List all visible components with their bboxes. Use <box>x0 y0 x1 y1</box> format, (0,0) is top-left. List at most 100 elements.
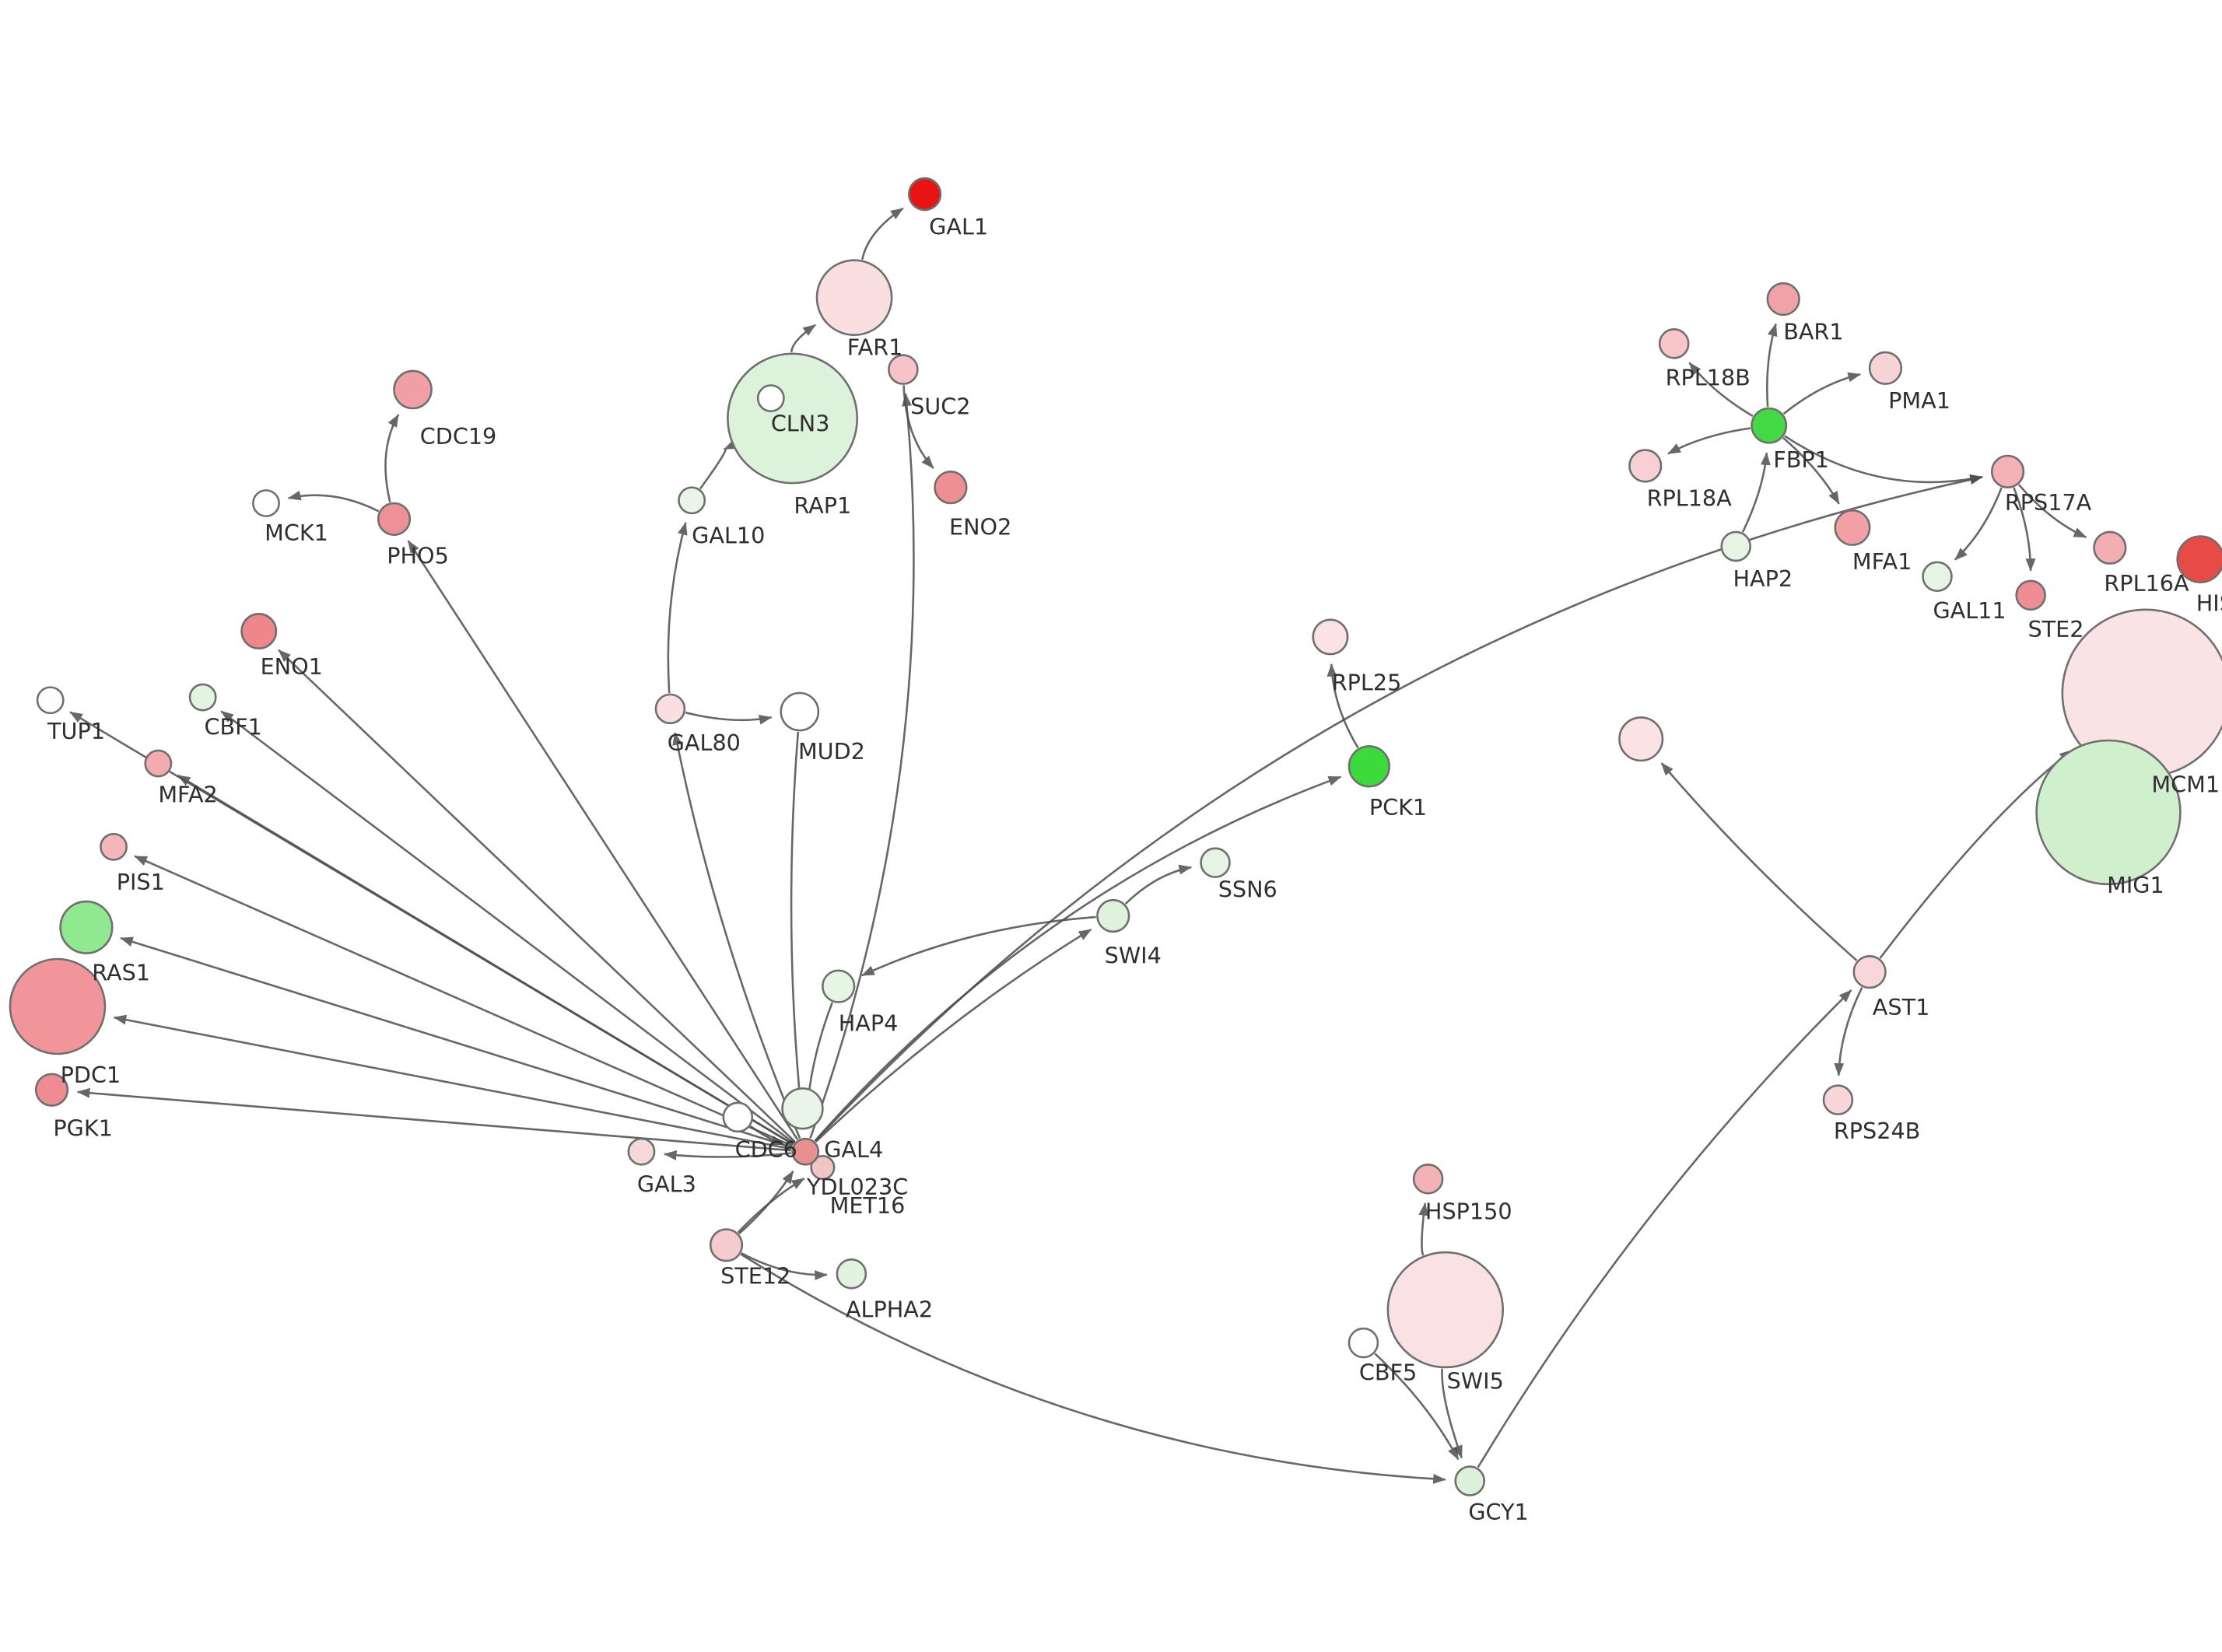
node-PGK1[interactable] <box>34 1073 69 1107</box>
edge-GAL4-PHO5[interactable] <box>407 540 799 1140</box>
edge-AST1-NODE1[interactable] <box>1660 762 1858 961</box>
edge-GCY1-AST1[interactable] <box>1477 989 1852 1468</box>
edge-GAL80-GAL10[interactable] <box>667 521 688 694</box>
node-label-MUD2: MUD2 <box>798 738 865 765</box>
node-RPL25[interactable] <box>1312 618 1349 656</box>
node-PIS1[interactable] <box>100 832 128 861</box>
node-YDL023C[interactable] <box>781 1087 824 1130</box>
node-STE12[interactable] <box>709 1228 744 1262</box>
edge-FBP1-BAR1[interactable] <box>1766 323 1778 408</box>
node-RPL16A[interactable] <box>2093 530 2127 565</box>
edge-PCK1-RPL25[interactable] <box>1327 663 1359 749</box>
node-RPL18B[interactable] <box>1658 328 1690 359</box>
edge-GAL4-ENO1[interactable] <box>278 649 796 1143</box>
edge-GAL4-PDC1[interactable] <box>113 1014 792 1150</box>
node-GAL10[interactable] <box>678 486 706 515</box>
node-ENO1[interactable] <box>240 613 278 649</box>
node-STE2[interactable] <box>2015 579 2046 611</box>
node-CBF5[interactable] <box>1348 1327 1379 1359</box>
node-HSP150[interactable] <box>1412 1164 1444 1195</box>
edge-FBP1-MFA1[interactable] <box>1782 436 1840 505</box>
edge-FBP1-RPS17A[interactable] <box>1784 435 1983 485</box>
node-PDC1[interactable] <box>9 957 107 1055</box>
node-GAL1[interactable] <box>907 177 942 212</box>
edge-GAL4-SWI4[interactable] <box>815 928 1092 1143</box>
edge-MUD2-GAL4[interactable] <box>790 731 807 1130</box>
edge-GAL4-PCK1[interactable] <box>814 775 1342 1142</box>
node-PMA1[interactable] <box>1868 351 1903 385</box>
node-BAR1[interactable] <box>1766 282 1800 317</box>
edge-GAL4-PGK1[interactable] <box>76 1087 791 1152</box>
edge-AST1-MCM1[interactable] <box>1879 749 2073 959</box>
edge-FBP1-RPL18A[interactable] <box>1667 427 1751 455</box>
edge-RPS17A-GAL11[interactable] <box>1954 487 2003 561</box>
edge-CLN3-FAR1[interactable] <box>790 324 816 353</box>
node-ALPHA2[interactable] <box>836 1258 867 1290</box>
node-ENO2[interactable] <box>934 471 968 505</box>
edge-STE12-GCY1[interactable] <box>740 1253 1446 1484</box>
node-MFA2[interactable] <box>144 749 173 778</box>
node-MIG1[interactable] <box>2035 739 2182 886</box>
node-PHO5[interactable] <box>377 502 412 536</box>
edge-CDC6-GAL4[interactable] <box>750 1125 785 1146</box>
edge-SUC2-ENO2[interactable] <box>902 385 934 469</box>
node-GAL80[interactable] <box>654 693 686 725</box>
node-RPL18A[interactable] <box>1628 449 1663 483</box>
node-GAL3[interactable] <box>627 1137 656 1166</box>
node-CDC6[interactable] <box>722 1101 754 1133</box>
edge-GAL4-MFA2[interactable] <box>177 774 794 1146</box>
edge-SWI5-HSP150[interactable] <box>1418 1202 1429 1256</box>
edge-CBF5-GCY1[interactable] <box>1374 1353 1460 1461</box>
node-MFA1[interactable] <box>1834 509 1871 546</box>
edge-HAP2-FBP1[interactable] <box>1741 452 1771 533</box>
node-RPS17A[interactable] <box>1990 454 2025 488</box>
node-HAP2[interactable] <box>1720 530 1751 562</box>
edge-RPS17A-STE2[interactable] <box>2013 487 2036 572</box>
edge-GAL4-RPS17A[interactable] <box>814 474 1983 1143</box>
edge-GAL4-GAL3[interactable] <box>663 1150 791 1160</box>
edge-FBP1-RPL18B[interactable] <box>1688 362 1754 418</box>
node-PCK1[interactable] <box>1348 745 1390 788</box>
node-SSN6[interactable] <box>1200 847 1231 878</box>
node-HAP4[interactable] <box>822 969 856 1003</box>
node-SWI4[interactable] <box>1096 898 1130 933</box>
node-GAL4[interactable] <box>791 1137 820 1166</box>
edge-PHO5-MCK1[interactable] <box>287 490 380 513</box>
node-TUP1[interactable] <box>36 686 65 715</box>
edge-RPS17A-RPL16A[interactable] <box>2018 484 2087 538</box>
edge-AST1-RPS24B[interactable] <box>1834 986 1863 1076</box>
edge-GAL4-RAS1[interactable] <box>120 936 792 1149</box>
edge-GAL10-CLN3[interactable] <box>699 439 738 490</box>
node-RAS1[interactable] <box>59 900 114 954</box>
node-SUC2[interactable] <box>888 354 919 385</box>
edge-GAL4-PIS1[interactable] <box>134 855 793 1147</box>
edge-STE12-MET16[interactable] <box>737 1178 805 1234</box>
edge-GAL4-GAL80[interactable] <box>672 732 801 1139</box>
edge-STE12-ALPHA2[interactable] <box>741 1252 828 1281</box>
edge-PHO5-CDC19[interactable] <box>384 414 400 503</box>
node-RAP1[interactable] <box>756 384 785 412</box>
node-NODE1[interactable] <box>1618 716 1664 762</box>
node-AST1[interactable] <box>1852 954 1887 989</box>
edge-GAL80-MUD2[interactable] <box>685 711 773 725</box>
node-SWI5[interactable] <box>1386 1251 1505 1369</box>
node-FBP1[interactable] <box>1751 407 1788 444</box>
node-CBF1[interactable] <box>188 683 217 712</box>
node-MUD2[interactable] <box>780 691 820 732</box>
edge-SWI4-HAP4[interactable] <box>861 915 1096 977</box>
edge-FAR1-GAL1[interactable] <box>860 207 904 261</box>
node-GCY1[interactable] <box>1454 1465 1485 1496</box>
node-FAR1[interactable] <box>815 259 893 337</box>
edge-SWI4-SSN6[interactable] <box>1124 864 1193 905</box>
node-CDC19[interactable] <box>393 369 433 410</box>
edge-GAL4-CBF1[interactable] <box>220 710 795 1144</box>
node-CLN3[interactable] <box>727 352 859 485</box>
node-RPS24B[interactable] <box>1822 1084 1854 1115</box>
edge-GAL4-SUC2[interactable] <box>809 393 915 1139</box>
edge-FBP1-PMA1[interactable] <box>1782 372 1862 415</box>
node-MET16[interactable] <box>810 1154 836 1181</box>
node-GAL11[interactable] <box>1922 561 1953 593</box>
node-HIS4[interactable] <box>2176 535 2222 583</box>
edge-SWI5-GCY1[interactable] <box>1441 1368 1463 1459</box>
node-MCK1[interactable] <box>252 489 280 517</box>
